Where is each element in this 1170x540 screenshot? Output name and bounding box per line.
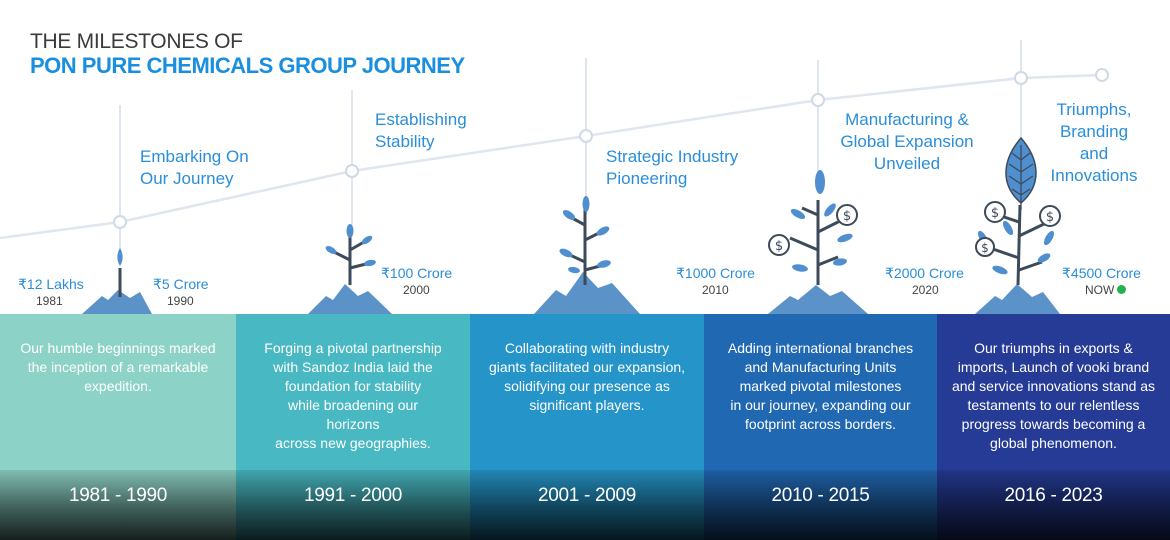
dollar-coin-icon: $: [975, 237, 995, 257]
era-panel-5: Our triumphs in exports &imports, Launch…: [937, 314, 1170, 540]
dollar-coin-icon: $: [984, 201, 1006, 223]
era-description: Our triumphs in exports &imports, Launch…: [951, 340, 1156, 451]
era-range: 1991 - 2000: [303, 485, 403, 506]
dollar-coin-icon: $: [768, 234, 790, 256]
era-band: [704, 470, 937, 540]
timeline-node-icon: [1014, 71, 1028, 85]
era-range: 2016 - 2023: [1004, 485, 1103, 506]
svg-text:$: $: [991, 206, 999, 221]
growing-plant-icon: [789, 200, 843, 285]
era-range: 1981 - 1990: [68, 485, 168, 506]
veined-leaf-icon: [1005, 136, 1037, 210]
mountain-icon: [975, 284, 1060, 314]
mountain-icon: [768, 285, 868, 314]
timeline-illustration: $ $ $: [0, 40, 1109, 314]
milestone-amount-5: ₹4500 Crore: [1062, 265, 1141, 281]
era-range: 2001 - 2009: [537, 485, 637, 506]
dollar-coin-icon: $: [1039, 205, 1061, 227]
milestone-year-3: 2010: [702, 283, 729, 297]
dollar-coin-icon: $: [836, 204, 858, 226]
timeline-node-icon: [579, 129, 593, 143]
heading-line-1: THE MILESTONES OF: [30, 30, 243, 53]
timeline-node-icon: [345, 164, 359, 178]
era-band: [0, 470, 236, 540]
timeline-node-icon: [113, 215, 127, 229]
milestone-year-4: 2020: [912, 283, 939, 297]
milestone-year-1: 1990: [167, 294, 194, 308]
milestone-year-5: NOW: [1085, 283, 1127, 297]
timeline-node-icon: [811, 93, 825, 107]
timeline-node-icon: [1095, 68, 1109, 82]
mountain-icon: [82, 290, 152, 314]
era-band: [470, 470, 704, 540]
start-year: 1981: [36, 294, 63, 308]
heading-line-2: PON PURE CHEMICALS GROUP JOURNEY: [30, 53, 465, 78]
era-range: 2010 - 2015: [771, 485, 870, 506]
milestone-amount-4: ₹2000 Crore: [885, 265, 964, 281]
growing-plant-icon: [117, 248, 123, 297]
now-status-dot: [1117, 285, 1127, 294]
era-band: [236, 470, 470, 540]
mountain-icon: [308, 284, 392, 314]
growing-plant-icon: [569, 208, 601, 285]
milestone-amount-2: ₹100 Crore: [381, 265, 453, 281]
svg-text:$: $: [1046, 210, 1054, 225]
mountain-icon: [534, 272, 640, 314]
svg-text:$: $: [981, 241, 989, 255]
start-amount: ₹12 Lakhs: [18, 276, 84, 292]
growing-plant-icon: [333, 230, 367, 285]
svg-text:$: $: [775, 239, 783, 254]
svg-text:$: $: [843, 209, 851, 224]
milestone-amount-1: ₹5 Crore: [153, 276, 209, 292]
era-band: [937, 470, 1170, 540]
now-label: NOW: [1085, 283, 1115, 297]
milestone-year-2: 2000: [403, 283, 430, 297]
milestone-amount-3: ₹1000 Crore: [676, 265, 755, 281]
